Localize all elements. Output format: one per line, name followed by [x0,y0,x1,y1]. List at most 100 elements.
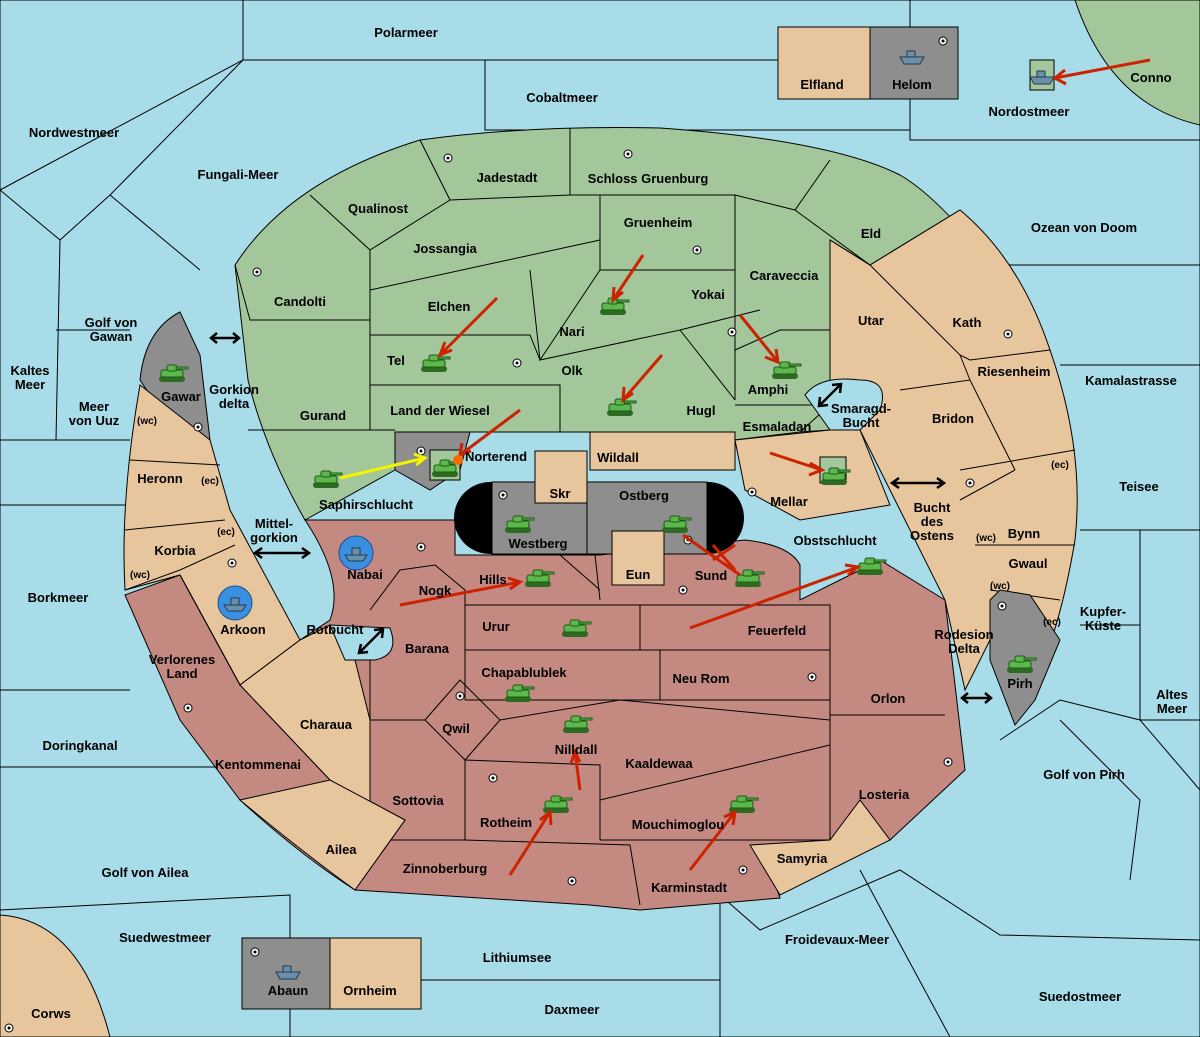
label: Froidevaux-Meer [785,932,889,947]
label: Arkoon [220,622,266,637]
fleet-icon [275,965,301,980]
army-tank-icon [562,619,592,637]
label: Altes [1156,687,1188,702]
region-ornheim[interactable] [329,937,422,1010]
coast-label: (ec) [1051,460,1069,471]
label: Olk [562,363,584,378]
label: Borkmeer [28,590,89,605]
coast-label: (wc) [976,533,996,544]
label: Amphi [748,382,788,397]
label: Sund [695,568,728,583]
fleet-icon [899,50,925,65]
region-skr[interactable] [534,450,588,504]
region-ailea[interactable] [238,779,406,891]
army-tank-icon [159,364,189,382]
label: Urur [482,619,509,634]
label: Bynn [1008,526,1041,541]
army-tank-icon [821,467,851,485]
label: Kaaldewaa [625,756,693,771]
label: Delta [948,641,981,656]
label: Gruenheim [624,215,693,230]
label: Kentommenai [215,757,301,772]
label: Fungali-Meer [198,167,279,182]
army-tank-icon [505,515,535,533]
region-elfland[interactable] [777,26,871,100]
label: Nordwestmeer [29,125,119,140]
coast-label: (ec) [217,527,235,538]
label: Riesenheim [978,364,1051,379]
sea-smaragd-bucht[interactable] [804,378,883,431]
coast-label: (wc) [990,581,1010,592]
label: Nordostmeer [989,104,1070,119]
label: Esmaladan [743,419,812,434]
region-eun[interactable] [611,530,665,586]
label: Caraveccia [750,268,819,283]
army-tank-icon [729,795,759,813]
label: delta [219,396,250,411]
label: Gwaul [1008,556,1047,571]
army-tank-icon [543,795,573,813]
label: Sottovia [392,793,444,808]
coast-label: (wc) [137,416,157,427]
label: Samyria [777,851,828,866]
label: Utar [858,313,884,328]
label: Nilldall [555,742,598,757]
label: gorkion [250,530,298,545]
label: Conno [1130,70,1171,85]
fleet-units [217,50,1055,980]
label: Nari [559,324,584,339]
label: Westberg [509,536,568,551]
label: Jadestadt [477,170,538,185]
label: Meer [79,399,109,414]
label: Gawan [90,329,133,344]
region-green-north[interactable] [234,127,1051,521]
label: Polarmeer [374,25,438,40]
label: Kath [953,315,982,330]
label: Pirh [1007,676,1032,691]
label: Nogk [419,583,452,598]
region-wildall[interactable] [589,431,736,471]
label: Land der Wiesel [390,403,490,418]
label: Korbia [154,543,196,558]
label: Eun [626,567,651,582]
label: Suedwestmeer [119,930,211,945]
coast-label: (ec) [201,476,219,487]
label: Karminstadt [651,880,728,895]
label: Golf von [85,315,138,330]
label: des [921,514,943,529]
label: Bucht [914,500,952,515]
army-units [159,297,1037,813]
label: Saphirschlucht [319,497,414,512]
label: Feuerfeld [748,623,807,638]
label: Verlorenes [149,652,216,667]
label: Golf von Pirh [1043,767,1125,782]
label: Helom [892,77,932,92]
label: Smaragd- [831,401,891,416]
label: Abaun [268,983,309,998]
label: Ozean von Doom [1031,220,1137,235]
label: Kaltes [10,363,49,378]
army-tank-icon [662,515,692,533]
label: Tel [387,353,405,368]
label: Meer [15,377,45,392]
label: Golf von Ailea [102,865,190,880]
label: Mouchimoglou [632,817,724,832]
label: Qwil [442,721,469,736]
label: Wildall [597,450,639,465]
label: Corws [31,1006,71,1021]
label: Losteria [859,787,910,802]
label: Qualinost [348,201,409,216]
label: Küste [1085,618,1121,633]
region-samyria[interactable] [749,799,891,896]
label: Cobaltmeer [526,90,598,105]
label: Bridon [932,411,974,426]
label: Charaua [300,717,353,732]
label: Gawar [161,389,201,404]
label: Doringkanal [42,738,117,753]
label: Yokai [691,287,725,302]
label: Ailea [325,842,357,857]
label: Barana [405,641,450,656]
label: Candolti [274,294,326,309]
label: Gorkion [209,382,259,397]
